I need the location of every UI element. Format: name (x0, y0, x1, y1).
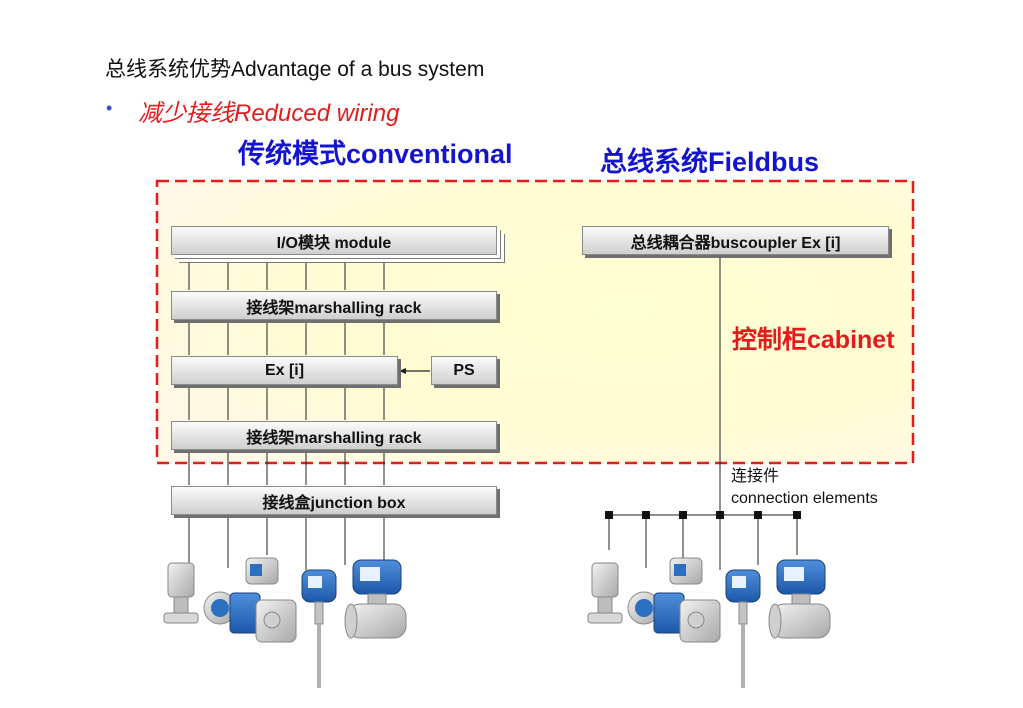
connection-label-cn: 连接件 (731, 468, 780, 485)
field-instruments-conventional (163, 557, 407, 689)
connection-node (716, 511, 724, 519)
bullet-text: 减少接线Reduced wiring (138, 100, 400, 127)
cabinet-label: 控制柜cabinet (732, 326, 895, 354)
ex-barrier-box: Ex [i] (171, 356, 398, 385)
connection-node (642, 511, 650, 519)
connection-node (754, 511, 762, 519)
conventional-heading: 传统模式conventional (238, 139, 513, 169)
junction-box: 接线盒junction box (171, 486, 497, 515)
fieldbus-heading: 总线系统Fieldbus (600, 147, 820, 177)
connection-elements-label: 连接件 connection elements (731, 466, 878, 510)
connection-label-en: connection elements (731, 490, 878, 507)
connection-node (605, 511, 613, 519)
slide-title: 总线系统优势Advantage of a bus system (105, 58, 485, 81)
connection-node (679, 511, 687, 519)
bullet-icon: • (106, 98, 113, 118)
marshalling-rack-top-box: 接线架marshalling rack (171, 291, 497, 320)
power-supply-box: PS (431, 356, 497, 385)
field-instruments-fieldbus (587, 557, 831, 689)
marshalling-rack-bottom-box: 接线架marshalling rack (171, 421, 497, 450)
io-module-box: I/O模块 module (171, 226, 497, 255)
buscoupler-box: 总线耦合器buscoupler Ex [i] (582, 226, 889, 255)
connection-node (793, 511, 801, 519)
